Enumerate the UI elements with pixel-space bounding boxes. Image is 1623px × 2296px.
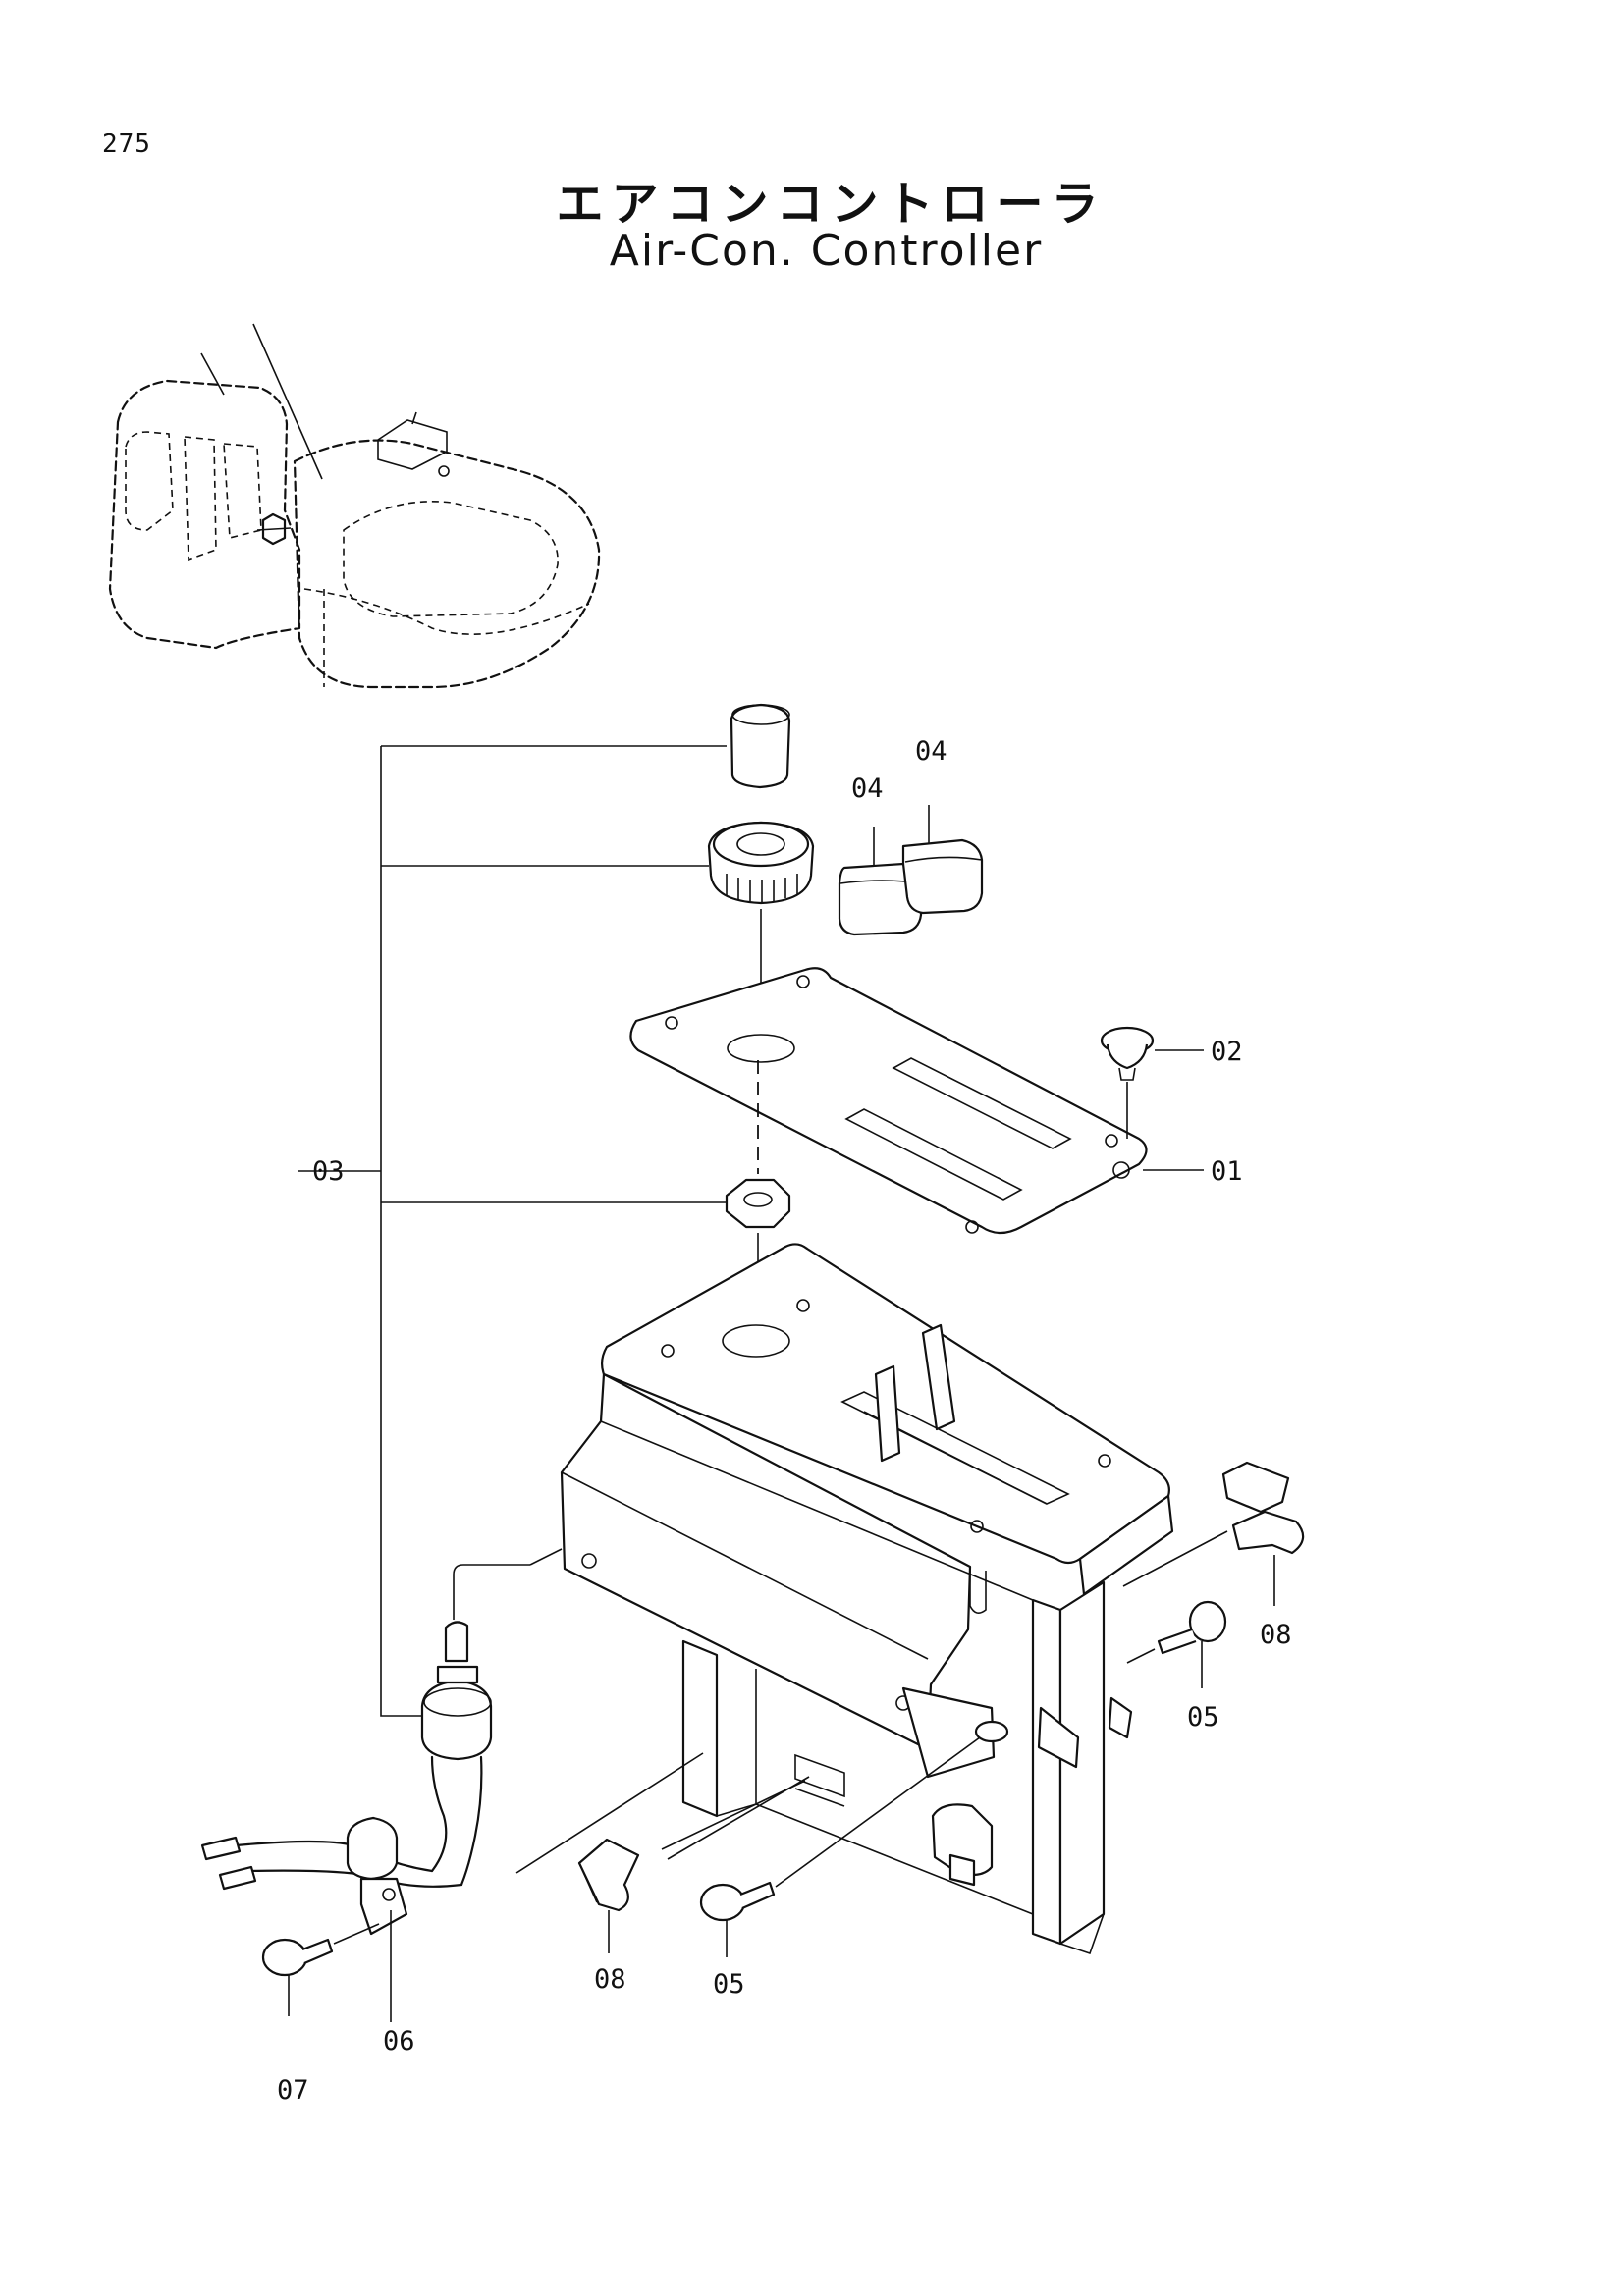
controller-bracket: [560, 1243, 1174, 1955]
cover-plate: [629, 967, 1148, 1235]
clip-08-bottom: [577, 1776, 810, 1953]
callout-04-left: 04: [851, 774, 884, 804]
screw-05-right: [1126, 1600, 1227, 1688]
title-english: Air-Con. Controller: [609, 226, 1044, 276]
sensor-switch: [200, 1548, 563, 1936]
callout-05-right: 05: [1187, 1702, 1219, 1733]
callout-07: 07: [277, 2075, 309, 2106]
screw-07: [261, 1923, 380, 2016]
page-number: 275: [102, 130, 151, 159]
callout-08-bottom: 08: [594, 1964, 626, 1995]
knurled-knob: [707, 821, 815, 905]
clip-02: [1100, 1026, 1204, 1139]
callout-02: 02: [1211, 1037, 1243, 1067]
knob-cap: [730, 703, 791, 789]
excavator-location-sketch: [108, 323, 601, 689]
nut: [725, 1178, 791, 1229]
title-japanese: エアコンコントローラ: [556, 177, 1107, 232]
callout-01: 01: [1211, 1156, 1243, 1187]
clip-08-right: [1122, 1461, 1305, 1606]
callout-03-leader: [346, 745, 727, 1717]
callout-04-right: 04: [915, 736, 947, 767]
screw-05-bottom: [699, 1736, 981, 1957]
callout-08-right: 08: [1260, 1620, 1292, 1650]
button-04-right: [901, 838, 984, 915]
callout-05-bottom: 05: [713, 1969, 745, 2000]
callout-06: 06: [383, 2026, 415, 2056]
